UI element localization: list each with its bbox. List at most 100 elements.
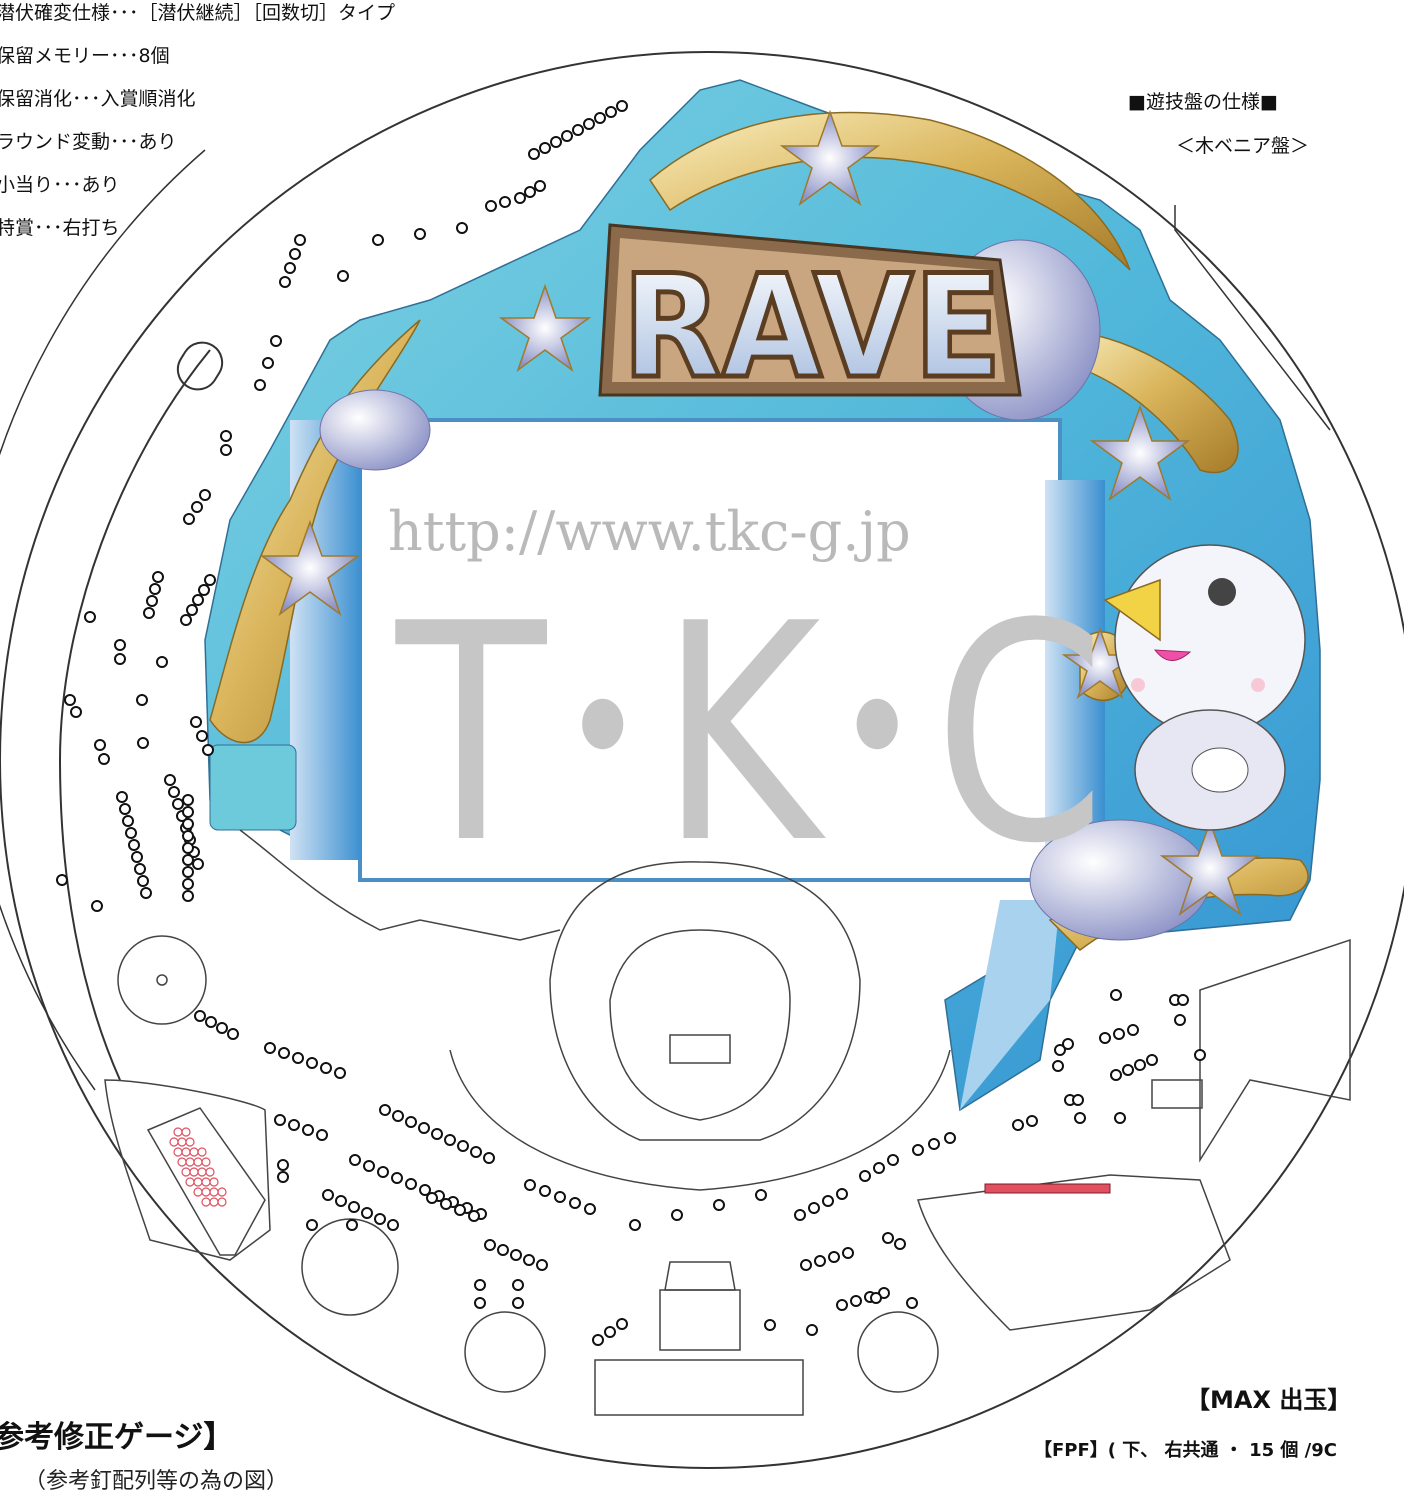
pin	[1177, 994, 1189, 1006]
pin	[387, 1219, 399, 1231]
pin	[182, 866, 194, 878]
pin	[84, 611, 96, 623]
rave-logo: RAVE	[598, 223, 1022, 413]
spec-list: 潜伏確変仕様･･･［潜伏継続］［回数切］タイプ 保留メモリー･･･8個 保留消化…	[0, 0, 395, 256]
pin	[842, 1247, 854, 1259]
pin	[196, 730, 208, 742]
pin	[1012, 1119, 1024, 1131]
pin	[1122, 1064, 1134, 1076]
pin	[1134, 1059, 1146, 1071]
pin	[431, 1128, 443, 1140]
round-pocket	[857, 1311, 939, 1393]
pin	[316, 1129, 328, 1141]
pin	[870, 1292, 882, 1304]
center-slot	[669, 1034, 731, 1064]
pin	[204, 574, 216, 586]
watermark-url: http://www.tkc-g.jp	[388, 500, 911, 563]
pin	[882, 1232, 894, 1244]
pin	[205, 1016, 217, 1028]
pin	[1062, 1038, 1074, 1050]
pin	[136, 694, 148, 706]
pin	[288, 1119, 300, 1131]
pin	[348, 1201, 360, 1213]
pin	[172, 798, 184, 810]
pin	[456, 222, 468, 234]
pin	[190, 716, 202, 728]
pin	[1072, 1094, 1084, 1106]
pin	[485, 200, 497, 212]
pin	[928, 1138, 940, 1150]
pin	[182, 854, 194, 866]
pin	[470, 1146, 482, 1158]
pin	[202, 744, 214, 756]
pin	[182, 842, 194, 854]
pin	[322, 1189, 334, 1201]
pin	[192, 858, 204, 870]
pin	[629, 1219, 641, 1231]
pin	[372, 234, 384, 246]
lower-fixtures	[104, 829, 1351, 1416]
pin	[671, 1209, 683, 1221]
pin	[182, 878, 194, 890]
pin	[140, 887, 152, 899]
pin	[334, 1067, 346, 1079]
pin	[806, 1324, 818, 1336]
pin	[199, 489, 211, 501]
pin	[426, 1192, 438, 1204]
pin	[484, 1239, 496, 1251]
spec-item: ラウンド変動･･･あり	[0, 131, 177, 153]
pin	[227, 1028, 239, 1040]
pin	[539, 1185, 551, 1197]
pin	[198, 584, 210, 596]
pin	[216, 1022, 228, 1034]
left-round-pocket	[117, 935, 207, 1025]
pin	[604, 1326, 616, 1338]
pin	[64, 694, 76, 706]
pin	[114, 653, 126, 665]
pin	[182, 830, 194, 842]
board-spec-type: ＜木ベニア盤＞	[1176, 135, 1310, 157]
pin	[116, 791, 128, 803]
board-spec-block: ■遊技盤の仕様■ ＜木ベニア盤＞	[1128, 80, 1348, 168]
star-icon	[498, 283, 592, 373]
pin	[800, 1259, 812, 1271]
pin-field	[56, 100, 1206, 1346]
pin	[289, 248, 301, 260]
pin	[457, 1140, 469, 1152]
pin	[220, 444, 232, 456]
pin	[894, 1238, 906, 1250]
pin	[337, 270, 349, 282]
pin	[444, 1134, 456, 1146]
pin	[98, 753, 110, 765]
pin	[137, 737, 149, 749]
pin	[405, 1178, 417, 1190]
pin	[377, 1166, 389, 1178]
pin	[1110, 1069, 1122, 1081]
lcd-display	[358, 418, 1062, 882]
pin	[168, 786, 180, 798]
pin	[814, 1255, 826, 1267]
pin	[137, 875, 149, 887]
pin	[474, 1297, 486, 1309]
pin	[605, 106, 617, 118]
pin	[254, 379, 266, 391]
pin	[572, 124, 584, 136]
rave-logo-text: RAVE	[622, 245, 1002, 410]
guide-rail	[58, 341, 224, 1081]
pin	[616, 100, 628, 112]
pin	[277, 1171, 289, 1183]
pin	[56, 874, 68, 886]
pin	[143, 607, 155, 619]
pin	[764, 1319, 776, 1331]
pin	[149, 583, 161, 595]
pin	[1052, 1060, 1064, 1072]
mascot-character	[1103, 544, 1306, 831]
round-pocket	[301, 1218, 399, 1316]
pin	[583, 118, 595, 130]
pin	[550, 136, 562, 148]
decoration-badge	[659, 1289, 741, 1351]
pin	[405, 1116, 417, 1128]
pin	[524, 1179, 536, 1191]
pin	[186, 604, 198, 616]
max-output-title: 【MAX 出玉】	[1186, 1386, 1352, 1414]
